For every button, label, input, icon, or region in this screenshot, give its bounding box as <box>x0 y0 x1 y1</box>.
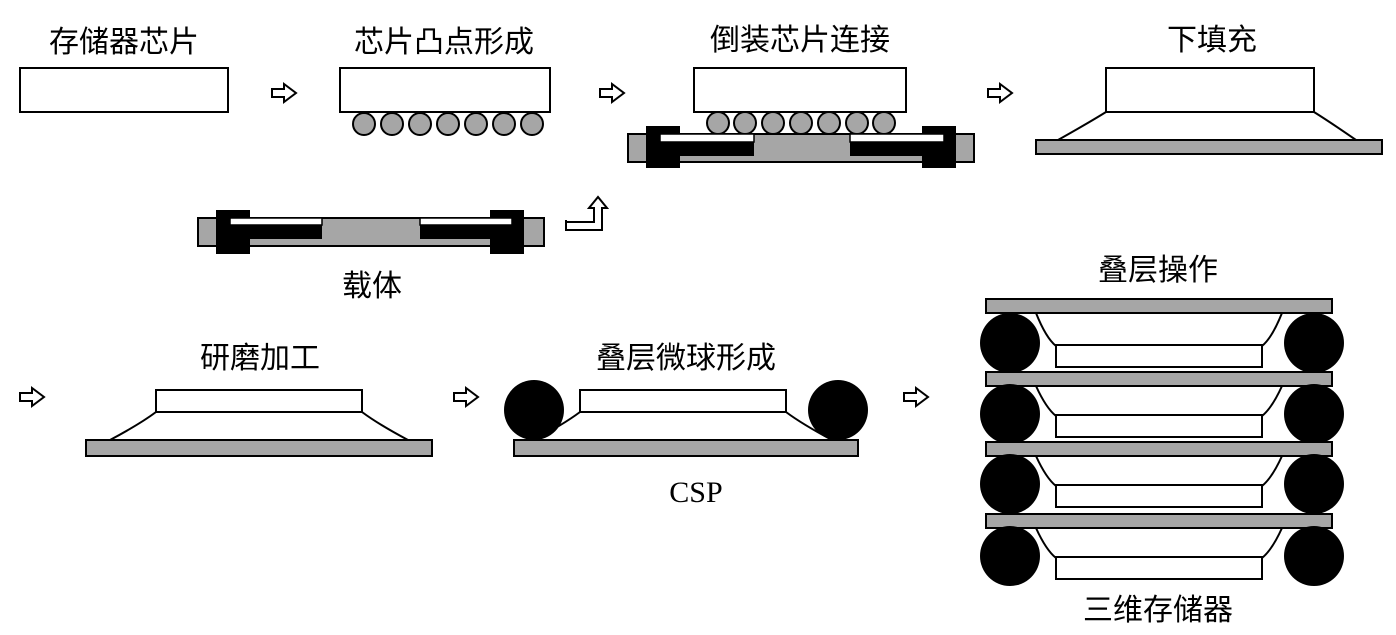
substrate <box>1035 139 1383 155</box>
memory-chip <box>19 67 229 113</box>
step-carrier: 载体 <box>197 210 545 304</box>
bump <box>817 111 841 135</box>
label-grinding: 研磨加工 <box>200 341 320 376</box>
arrow-3 <box>987 82 1014 104</box>
bump-row <box>352 112 544 136</box>
stack-solder-ball-right <box>1284 454 1344 514</box>
stack-substrate <box>985 441 1333 457</box>
chip <box>693 67 907 113</box>
chip <box>1105 67 1315 113</box>
step-bump-forming: 芯片凸点形成 <box>339 25 551 136</box>
step-underfill: 下填充 <box>1035 23 1383 155</box>
chip-thinned <box>1055 414 1263 438</box>
bump <box>492 112 516 136</box>
stack-solder-ball-left <box>504 380 564 440</box>
bump <box>845 111 869 135</box>
stack-layer <box>980 384 1344 457</box>
step-stack-ball-forming: 叠层微球形成 CSP <box>504 341 868 509</box>
stack-substrate <box>985 513 1333 529</box>
stack-solder-ball-left <box>980 384 1040 444</box>
label-3d-memory: 三维存储器 <box>1083 593 1233 628</box>
substrate <box>85 439 433 457</box>
label-memory-chip: 存储器芯片 <box>49 25 199 60</box>
underfill-fillet-left <box>1057 111 1107 141</box>
stack-layer <box>980 526 1344 586</box>
stack-solder-ball-right <box>1284 384 1344 444</box>
step-flip-chip-bonding: 倒装芯片连接 <box>627 23 975 168</box>
carrier-pad-right <box>419 217 513 226</box>
step-grinding: 研磨加工 <box>85 341 433 457</box>
chip-thinned <box>579 389 787 413</box>
bump <box>706 111 730 135</box>
bump <box>464 112 488 136</box>
stack-solder-ball-right <box>808 380 868 440</box>
label-stack-ball-forming: 叠层微球形成 <box>596 341 776 376</box>
bump <box>436 112 460 136</box>
stack-solder-ball-right <box>1284 526 1344 586</box>
label-carrier: 载体 <box>342 269 402 304</box>
label-underfill: 下填充 <box>1167 23 1257 58</box>
carrier-pad-left <box>229 217 323 226</box>
underfill-fillet-right <box>1313 111 1357 141</box>
carrier-trace-left <box>230 225 322 239</box>
bump <box>761 111 785 135</box>
arrow-6 <box>903 386 930 408</box>
label-csp: CSP <box>669 476 722 509</box>
step-stacking: 叠层操作 <box>980 253 1344 628</box>
chip-thinned <box>1055 556 1263 580</box>
bump <box>733 111 757 135</box>
bump <box>872 111 896 135</box>
label-bump-forming: 芯片凸点形成 <box>354 25 534 60</box>
carrier-trace-right <box>420 225 512 239</box>
arrow-4 <box>19 386 46 408</box>
chip-thinned <box>1055 484 1263 508</box>
arrow-5 <box>453 386 480 408</box>
bump <box>352 112 376 136</box>
carrier-bonded <box>627 126 975 168</box>
stack-layer <box>980 454 1344 529</box>
stack-solder-ball-left <box>980 313 1040 373</box>
label-flip-chip-bonding: 倒装芯片连接 <box>710 23 890 58</box>
label-stacking: 叠层操作 <box>1098 253 1218 288</box>
bump <box>789 111 813 135</box>
carrier-pad-right <box>849 133 945 143</box>
underfill-fillet-left <box>109 411 157 441</box>
chip-thinned <box>1055 344 1263 368</box>
bump <box>408 112 432 136</box>
bump <box>520 112 544 136</box>
stack-solder-ball-left <box>980 526 1040 586</box>
chip <box>339 67 551 113</box>
chip-thinned <box>155 389 363 413</box>
arrow-1 <box>271 82 298 104</box>
step-memory-chip: 存储器芯片 <box>19 25 229 113</box>
arrow-carrier-up <box>565 195 610 231</box>
substrate <box>513 439 859 457</box>
stack-solder-ball-left <box>980 454 1040 514</box>
stack-solder-ball-right <box>1284 313 1344 373</box>
underfill-fillet-right <box>361 411 409 441</box>
bump <box>380 112 404 136</box>
carrier-pad-left <box>659 133 755 143</box>
carrier-trace-left <box>660 142 754 156</box>
stack-substrate <box>985 298 1333 314</box>
stack-substrate <box>985 371 1333 387</box>
bump-row <box>706 111 896 135</box>
carrier-trace-right <box>850 142 944 156</box>
stack-layer <box>980 312 1344 387</box>
arrow-2 <box>599 82 626 104</box>
